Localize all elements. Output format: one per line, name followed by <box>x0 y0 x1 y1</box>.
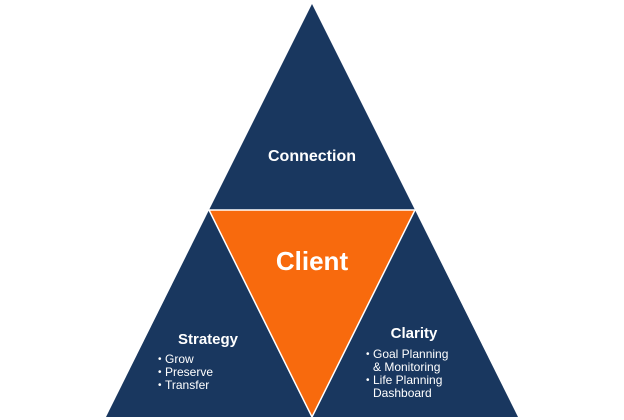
clarity-label: Clarity <box>390 325 438 342</box>
right-triangle-clarity <box>312 210 518 417</box>
clarity-bullet-list: Goal Planning & Monitoring Life Planning… <box>366 348 448 400</box>
clarity-bullet-life-planning: Life Planning <box>366 374 448 388</box>
strategy-label: Strategy <box>177 331 239 348</box>
strategy-bullet-transfer: Transfer <box>158 379 213 393</box>
clarity-bullet-goal-planning: Goal Planning <box>366 348 448 362</box>
connection-label: Connection <box>268 148 356 165</box>
strategy-bullet-grow: Grow <box>158 353 213 367</box>
top-triangle-connection <box>209 4 415 210</box>
clarity-bullet-goal-planning-cont: & Monitoring <box>373 360 441 374</box>
clarity-bullet-life-planning-cont: Dashboard <box>373 386 432 400</box>
strategy-bullet-preserve: Preserve <box>158 366 213 380</box>
client-label: Client <box>275 246 349 276</box>
center-triangle-client <box>207 209 417 419</box>
strategy-bullet-list: Grow Preserve Transfer <box>158 353 213 393</box>
